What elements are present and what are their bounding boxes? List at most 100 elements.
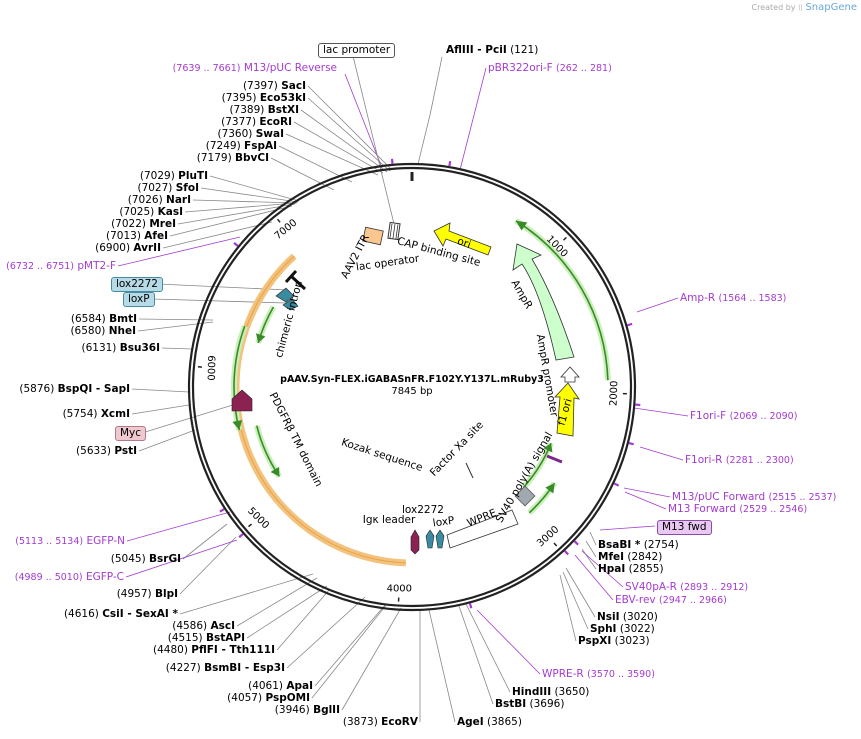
- primer-label[interactable]: M13 Forward (2529 .. 2546): [668, 503, 807, 516]
- feature-lox-markers[interactable]: [425, 529, 445, 549]
- site-label[interactable]: (6900) AvrII: [95, 242, 161, 254]
- site-label[interactable]: (7027) SfoI: [137, 182, 199, 194]
- leader-line: [236, 577, 318, 627]
- site-label[interactable]: (4586) AscI: [172, 620, 235, 632]
- feature-aav2-itr[interactable]: [362, 226, 384, 246]
- site-position: (4480): [153, 644, 188, 656]
- m13-fwd-label[interactable]: M13 fwd: [657, 520, 712, 535]
- primer-label[interactable]: (6732 .. 6751) pMT2-F: [6, 260, 116, 273]
- feature-f1-ori-arrow[interactable]: [554, 382, 580, 437]
- primer-label[interactable]: M13/pUC Forward (2515 .. 2537): [672, 491, 836, 504]
- site-position: (3650): [554, 686, 590, 698]
- site-name: SacI: [281, 80, 306, 92]
- site-label[interactable]: (7013) AfeI: [106, 230, 168, 242]
- lac-promoter-label[interactable]: lac promoter: [318, 43, 396, 58]
- primer-label[interactable]: F1ori-F (2069 .. 2090): [690, 410, 797, 423]
- feature-pdgfrb-tm[interactable]: [231, 389, 253, 412]
- primer-range: (262 .. 281): [556, 63, 612, 74]
- leader-line: [476, 609, 541, 675]
- site-label[interactable]: (7377) EcoRI: [221, 116, 292, 128]
- primer-label[interactable]: (5113 .. 5134) EGFP-N: [15, 535, 125, 548]
- site-label[interactable]: (4061) ApaI: [248, 680, 313, 692]
- tick-label: 5000: [245, 506, 271, 532]
- site-label[interactable]: (6580) NheI: [70, 325, 136, 337]
- myc-label[interactable]: Myc: [115, 426, 147, 441]
- site-label[interactable]: (7389) BstXI: [229, 104, 299, 116]
- site-name: BbvCI: [235, 152, 269, 164]
- site-label[interactable]: (7395) Eco53kI: [222, 92, 306, 104]
- leader-line: [184, 202, 297, 213]
- primer-name: M13 Forward: [668, 503, 736, 515]
- feature-wpre-arrow[interactable]: [446, 509, 519, 549]
- site-label[interactable]: (5876) BspQI - SapI: [19, 383, 130, 395]
- lac-promoter-leader: [351, 51, 397, 233]
- site-label[interactable]: (7249) FspAI: [206, 140, 277, 152]
- site-position: (5876): [19, 383, 55, 395]
- site-position: (3020): [622, 611, 658, 623]
- site-label[interactable]: (4057) PspOMI: [227, 692, 310, 704]
- feature-sv40-marker: [546, 454, 563, 464]
- site-label[interactable]: SphI (3022): [590, 623, 655, 635]
- site-label[interactable]: BsaBI * (2754): [598, 539, 679, 551]
- orf-arrowhead: [515, 220, 528, 231]
- orf-arrowhead: [232, 420, 243, 431]
- leader-line: [465, 603, 511, 693]
- site-name: SfoI: [175, 182, 199, 194]
- leader-line: [117, 236, 241, 267]
- site-label[interactable]: (5633) PstI: [76, 445, 137, 457]
- site-label[interactable]: (7022) MreI: [111, 218, 176, 230]
- site-label[interactable]: (7397) SacI: [243, 80, 306, 92]
- primer-label[interactable]: EBV-rev (2947 .. 2966): [615, 594, 727, 607]
- site-label[interactable]: (6131) Bsu36I: [81, 342, 160, 354]
- site-label[interactable]: (7179) BbvCI: [197, 152, 269, 164]
- site-position: (2855): [628, 563, 664, 575]
- loxp-label[interactable]: loxP: [123, 292, 155, 307]
- site-label[interactable]: (7360) SwaI: [217, 128, 284, 140]
- site-label[interactable]: (7026) NarI: [128, 194, 191, 206]
- site-label[interactable]: BstBI (3696): [495, 698, 564, 710]
- feature-sv40-polya[interactable]: [514, 485, 536, 507]
- feature-ampr-arrow[interactable]: [512, 243, 575, 361]
- site-label[interactable]: (7029) PluTI: [140, 170, 208, 182]
- site-label[interactable]: (5754) XcmI: [63, 408, 130, 420]
- site-label[interactable]: (3873) EcoRV: [343, 716, 418, 728]
- site-label[interactable]: (6584) BmtI: [71, 313, 137, 325]
- leader-line: [341, 607, 402, 711]
- gfp-orf-arc-2-line: [233, 325, 246, 431]
- site-label[interactable]: HindIII (3650): [512, 686, 589, 698]
- site-label[interactable]: (7025) KasI: [119, 206, 183, 218]
- site-position: (5633): [76, 445, 111, 457]
- site-label[interactable]: AflIII - PciI (121): [446, 44, 538, 56]
- site-label[interactable]: (4227) BsmBI - Esp3I: [166, 662, 285, 674]
- feature-ori-arrow[interactable]: [433, 222, 492, 256]
- lox2272-label[interactable]: lox2272: [111, 277, 163, 292]
- feature-lac-operator[interactable]: [387, 221, 401, 241]
- leader-line: [169, 205, 293, 237]
- site-label[interactable]: (4515) BstAPI: [168, 632, 245, 644]
- site-label[interactable]: MfeI (2842): [598, 551, 662, 563]
- site-label[interactable]: (3946) BglII: [275, 704, 340, 716]
- primer-label[interactable]: (4989 .. 5010) EGFP-C: [15, 571, 124, 584]
- primer-label[interactable]: Amp-R (1564 .. 1583): [680, 292, 786, 305]
- site-name: PluTI: [178, 170, 208, 182]
- site-label[interactable]: (4480) PflFI - Tth111I: [153, 644, 275, 656]
- site-label[interactable]: NsiI (3020): [597, 611, 658, 623]
- primer-label[interactable]: (7639 .. 7661) M13/pUC Reverse: [173, 62, 337, 75]
- site-label[interactable]: (5045) BsrGI: [111, 553, 181, 565]
- feature-ampr-promoter-arrow[interactable]: [560, 366, 580, 383]
- primer-label[interactable]: pBR322ori-F (262 .. 281): [488, 62, 612, 75]
- site-label[interactable]: HpaI (2855): [598, 563, 664, 575]
- site-position: (6131): [81, 342, 117, 354]
- feature-chimeric-intron-markers[interactable]: [275, 269, 307, 311]
- primer-label[interactable]: WPRE-R (3570 .. 3590): [542, 668, 655, 681]
- primer-label[interactable]: F1ori-R (2281 .. 2300): [685, 454, 794, 467]
- site-label[interactable]: (4616) CsiI - SexAI *: [64, 608, 178, 620]
- site-position: (7029): [139, 170, 175, 182]
- primer-label[interactable]: SV40pA-R (2893 .. 2912): [625, 581, 748, 594]
- site-label[interactable]: AgeI (3865): [457, 716, 522, 728]
- leader-line: [138, 318, 214, 321]
- site-label[interactable]: (4957) BlpI: [117, 588, 178, 600]
- feature-igk-leader[interactable]: [410, 529, 420, 555]
- site-label[interactable]: PspXI (3023): [578, 635, 650, 647]
